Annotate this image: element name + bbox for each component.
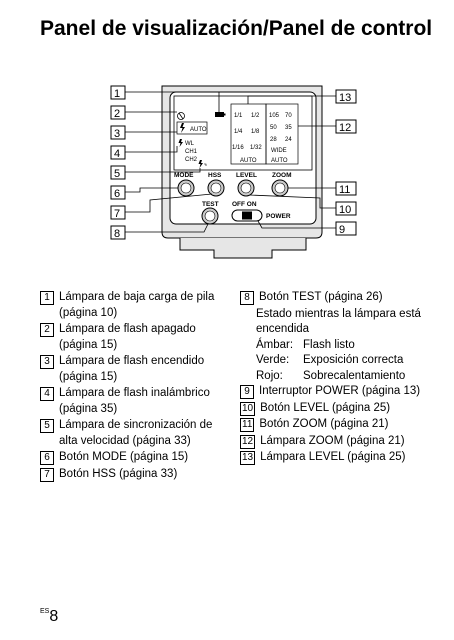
svg-text:3: 3 <box>114 128 120 140</box>
state-amber: Ámbar:Flash listo <box>256 338 355 351</box>
svg-text:11: 11 <box>339 184 350 196</box>
ch2-label: CH2 <box>185 157 198 163</box>
svg-text:6: 6 <box>114 188 120 200</box>
right-callouts: 13 12 11 10 9 <box>335 89 357 236</box>
hss-icon <box>198 160 207 168</box>
zoom-4: 35 <box>285 125 292 131</box>
level-5: 1/16 <box>232 145 244 151</box>
flash-off-icon <box>177 112 185 120</box>
test-lamp-state-intro: Estado mientras la lámpara está encendid… <box>256 307 421 336</box>
zoom-3: 50 <box>270 125 277 131</box>
level-1: 1/1 <box>234 113 243 119</box>
flash-on-icon <box>180 123 185 133</box>
svg-text:4: 4 <box>114 148 120 160</box>
mode-label: MODE <box>174 172 194 179</box>
level-button[interactable] <box>237 179 255 197</box>
zoom-label: ZOOM <box>272 172 292 179</box>
svg-text:9: 9 <box>339 224 345 236</box>
right-leaders <box>247 95 336 229</box>
zoom-lamp-frame <box>265 103 299 165</box>
svg-text:12: 12 <box>339 122 351 134</box>
state-red: Rojo:Sobrecalentamiento <box>256 369 406 382</box>
flash-on-frame <box>176 121 208 135</box>
level-auto: AUTO <box>240 158 257 164</box>
zoom-5: 28 <box>270 137 277 143</box>
wireless-flash-icon <box>178 139 183 147</box>
zoom-2: 70 <box>285 113 292 119</box>
level-2: 1/2 <box>251 113 260 119</box>
zoom-1: 105 <box>269 113 280 119</box>
hss-label: HSS <box>208 172 222 179</box>
left-leaders <box>125 91 220 233</box>
flash-on-auto: AUTO <box>190 127 207 133</box>
ch1-label: CH1 <box>185 149 198 155</box>
test-label: TEST <box>202 201 219 208</box>
level-4: 1/8 <box>251 129 260 135</box>
control-panel-diagram: AUTO WL CH1 CH2 1/1 1/2 1/4 1/8 1/16 1/3… <box>110 85 357 259</box>
left-callouts: 1 2 3 4 5 6 7 8 <box>110 85 126 240</box>
page-title: Panel de visualización/Panel de control <box>40 17 433 40</box>
zoom-wide: WIDE <box>271 148 287 154</box>
state-green: Verde:Exposición correcta <box>256 354 404 366</box>
level-6: 1/32 <box>250 145 262 151</box>
zoom-auto: AUTO <box>271 158 288 164</box>
svg-text:1: 1 <box>114 88 120 100</box>
test-button[interactable] <box>201 207 219 225</box>
zoom-button[interactable] <box>271 179 289 197</box>
svg-text:8: 8 <box>114 228 120 240</box>
svg-text:10: 10 <box>339 204 351 216</box>
mode-button[interactable] <box>177 179 195 197</box>
zoom-6: 24 <box>285 137 292 143</box>
svg-text:5: 5 <box>114 168 120 180</box>
svg-text:7: 7 <box>114 208 120 220</box>
flash-foot <box>179 238 307 259</box>
hss-button[interactable] <box>207 179 225 197</box>
page-footer: ES8 <box>40 608 58 626</box>
battery-low-icon <box>215 112 226 117</box>
wl-label: WL <box>185 141 195 147</box>
level-label: LEVEL <box>236 172 257 179</box>
power-label: POWER <box>266 213 291 220</box>
power-switch[interactable] <box>231 209 263 222</box>
svg-text:13: 13 <box>339 92 351 104</box>
svg-text:2: 2 <box>114 108 120 120</box>
lcd-display <box>173 95 313 171</box>
language-code: ES <box>40 608 50 615</box>
level-3: 1/4 <box>234 129 243 135</box>
page-number: 8 <box>49 608 59 625</box>
off-on-label: OFF ON <box>232 201 257 208</box>
